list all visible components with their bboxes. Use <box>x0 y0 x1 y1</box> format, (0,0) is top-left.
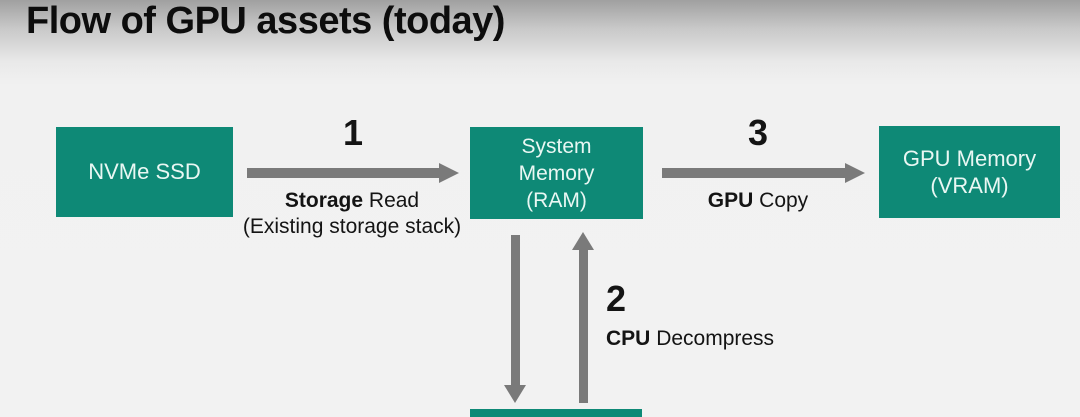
gpu-memory-label: GPU Memory (VRAM) <box>902 146 1037 198</box>
decompress-down-arrow-shaft <box>511 235 520 385</box>
step-2-label: CPU Decompress <box>606 326 774 352</box>
step-2-action-bold: CPU <box>606 327 651 350</box>
decompress-up-arrow-shaft <box>579 250 588 403</box>
system-memory-box: System Memory (RAM) <box>470 127 643 219</box>
nvme-ssd-box: NVMe SSD <box>56 127 233 217</box>
step-1-number: 1 <box>342 112 364 153</box>
gpu-copy-arrow-head-icon <box>845 163 865 183</box>
step-1-label: Storage Read (Existing storage stack) <box>222 188 482 240</box>
step-2-number: 2 <box>606 278 627 319</box>
gpu-memory-box: GPU Memory (VRAM) <box>879 126 1060 218</box>
storage-read-arrow-shaft <box>247 168 439 178</box>
step-3-number: 3 <box>747 112 769 153</box>
decompress-up-arrow-head-icon <box>572 232 594 250</box>
storage-read-arrow-head-icon <box>439 163 459 183</box>
step-1-action-rest: Read <box>368 189 420 212</box>
step-1-action: Storage Read <box>222 188 482 214</box>
step-1-note: (Existing storage stack) <box>242 215 462 238</box>
system-memory-label: System Memory (RAM) <box>518 134 595 212</box>
decompress-down-arrow-head-icon <box>504 385 526 403</box>
step-3-action-rest: Copy <box>759 189 809 212</box>
step-3-action-bold: GPU <box>707 189 754 212</box>
step-1-action-bold: Storage <box>284 189 364 212</box>
step-2-action-rest: Decompress <box>656 327 775 350</box>
slide-title: Flow of GPU assets (today) <box>26 0 505 42</box>
nvme-ssd-label: NVMe SSD <box>88 159 201 184</box>
step-3-label: GPU Copy <box>653 188 863 214</box>
partial-bottom-box <box>470 409 642 417</box>
gpu-copy-arrow-shaft <box>662 168 845 178</box>
